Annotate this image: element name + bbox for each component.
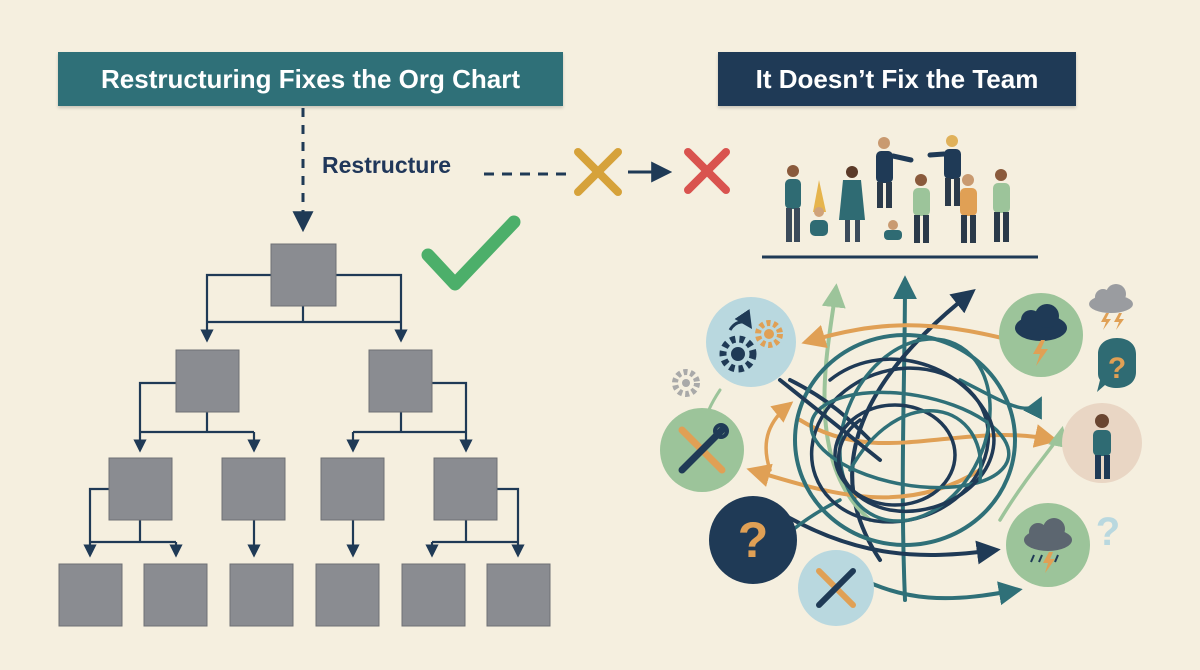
question-icon: ? — [1097, 338, 1136, 392]
x-mark-icon — [684, 148, 730, 194]
org-box — [270, 243, 337, 307]
org-box — [229, 563, 294, 627]
person-icon — [1062, 403, 1142, 483]
org-box — [58, 563, 123, 627]
org-box — [175, 349, 240, 413]
x-mark-icon — [574, 148, 622, 196]
person-icon — [785, 165, 801, 242]
org-box — [320, 457, 385, 521]
question-icon: ? — [1096, 510, 1120, 554]
storm-cloud-icon — [1089, 284, 1133, 330]
team-group — [762, 135, 1038, 259]
wrench-icon — [660, 408, 744, 492]
person-icon — [876, 137, 914, 208]
org-box — [401, 563, 466, 627]
org-box — [433, 457, 498, 521]
person-icon — [884, 220, 902, 240]
restructure-dashed-arrow — [292, 108, 673, 233]
person-icon — [993, 169, 1010, 242]
person-icon — [839, 166, 865, 242]
storm-cloud-icon — [1006, 503, 1090, 587]
gears-icon — [672, 369, 700, 397]
person-icon — [960, 174, 977, 243]
left-title: Restructuring Fixes the Org Chart — [58, 52, 563, 106]
person-icon — [913, 174, 930, 243]
svg-text:?: ? — [1108, 352, 1126, 385]
org-box — [315, 563, 380, 627]
question-icon: ? — [709, 496, 797, 584]
org-box — [486, 563, 551, 627]
person-icon — [927, 135, 961, 206]
svg-text:?: ? — [1096, 510, 1120, 554]
restructure-label: Restructure — [322, 152, 452, 178]
check-icon — [421, 215, 521, 291]
storm-cloud-icon — [999, 293, 1083, 377]
org-box — [221, 457, 286, 521]
org-box — [108, 457, 173, 521]
wrench-icon — [798, 550, 874, 626]
org-box — [143, 563, 208, 627]
org-chart — [58, 243, 551, 627]
org-box — [368, 349, 433, 413]
svg-text:?: ? — [738, 512, 769, 568]
person-icon — [810, 180, 828, 236]
gears-icon — [706, 297, 796, 387]
right-title: It Doesn’t Fix the Team — [718, 52, 1076, 106]
